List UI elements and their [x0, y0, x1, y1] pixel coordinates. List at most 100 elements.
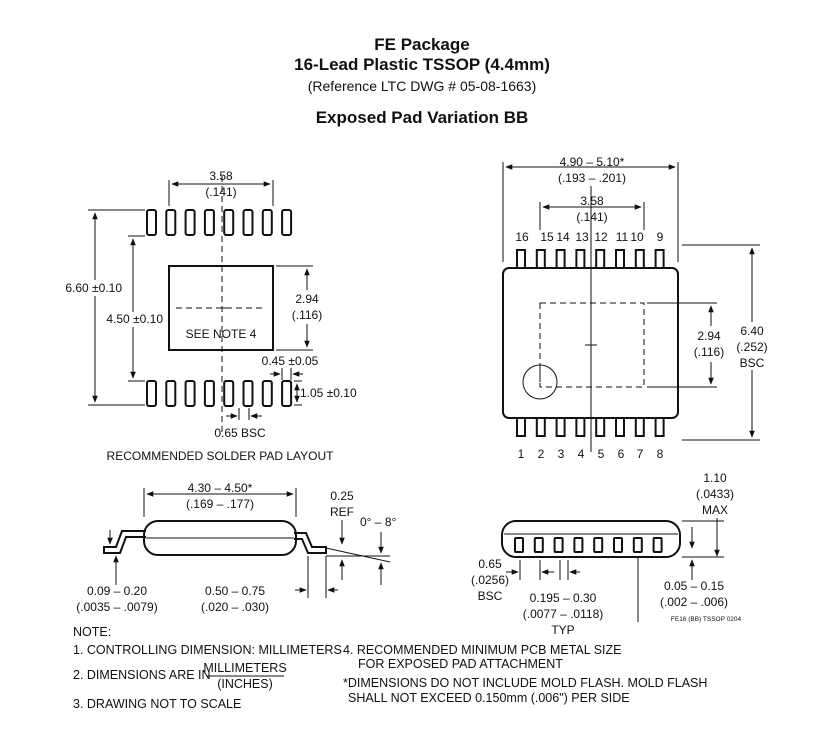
- foot-length-mm: 0.50 – 0.75: [205, 584, 265, 598]
- package-lead: [595, 417, 606, 437]
- note-star-line1: *DIMENSIONS DO NOT INCLUDE MOLD FLASH. M…: [343, 676, 707, 690]
- see-note-label: SEE NOTE 4: [186, 327, 257, 341]
- tv-pad-height-in: (.116): [694, 345, 724, 359]
- ev-pitch-bsc: BSC: [478, 589, 503, 603]
- ev-lead-width-mm: 0.195 – 0.30: [530, 591, 597, 605]
- package-lead: [654, 417, 665, 437]
- note-4-line2: FOR EXPOSED PAD ATTACHMENT: [358, 657, 563, 671]
- standoff-in: (.002 – .006): [660, 595, 728, 609]
- end-view-lead: [652, 537, 663, 553]
- note-1: 1. CONTROLLING DIMENSION: MILLIMETERS: [73, 643, 342, 657]
- variation-title: Exposed Pad Variation BB: [316, 108, 529, 127]
- pin-label-4: 4: [578, 447, 585, 461]
- solder-layout-caption: RECOMMENDED SOLDER PAD LAYOUT: [107, 449, 335, 463]
- note-star-line2: SHALL NOT EXCEED 0.150mm (.006") PER SID…: [348, 691, 630, 705]
- top-view: 16 15 14 13 12 11 10 9 1 2 3 4 5 6 7 8 4…: [502, 155, 768, 461]
- package-subtitle: 16-Lead Plastic TSSOP (4.4mm): [294, 55, 550, 74]
- lead-thickness-mm: 0.09 – 0.20: [87, 584, 147, 598]
- pin-label-9: 9: [657, 230, 664, 244]
- pin-label-11: 11: [616, 230, 629, 244]
- ev-lead-width-in: (.0077 – .0118): [523, 607, 604, 621]
- package-lead: [535, 417, 546, 437]
- bottom-leads: [516, 417, 665, 437]
- side-view: 4.30 – 4.50* (.169 – .177) 0.25 REF 0° –…: [76, 481, 396, 614]
- package-lead: [615, 249, 625, 269]
- length-in: (.193 – .201): [558, 171, 626, 185]
- ref-label: REF: [330, 505, 354, 519]
- pin-label-15: 15: [540, 230, 554, 244]
- length-mm: 4.90 – 5.10*: [560, 155, 625, 169]
- inner-height-dim: 4.50 ±0.10: [106, 312, 163, 326]
- notes-heading: NOTE:: [73, 625, 111, 639]
- solder-pad: [242, 380, 254, 407]
- solder-pad: [184, 209, 196, 236]
- tv-pad-height-mm: 2.94: [697, 329, 721, 343]
- solder-pad: [281, 380, 293, 407]
- solder-pad: [146, 380, 157, 407]
- solder-pads-top: [146, 209, 293, 236]
- side-width-in: (.169 – .177): [186, 497, 254, 511]
- pin-label-8: 8: [657, 447, 664, 461]
- pad-height-in: (.116): [292, 308, 322, 322]
- package-lead: [516, 417, 526, 437]
- lead-width-dim: 0.45 ±0.05: [262, 354, 319, 368]
- side-width-mm: 4.30 – 4.50*: [188, 481, 253, 495]
- notes: NOTE: 1. CONTROLLING DIMENSION: MILLIMET…: [73, 625, 707, 711]
- pin-label-6: 6: [618, 447, 625, 461]
- pin-label-3: 3: [558, 447, 565, 461]
- pin-label-13: 13: [575, 230, 589, 244]
- solder-pad: [261, 380, 273, 407]
- solder-pad: [242, 209, 254, 236]
- package-lead: [516, 249, 526, 269]
- note-2-prefix: 2. DIMENSIONS ARE IN: [73, 668, 211, 682]
- pad-width-mm: 3.58: [209, 169, 233, 183]
- solder-pads-bottom: [146, 380, 293, 407]
- package-lead: [595, 249, 606, 269]
- pad-height-mm: 2.94: [295, 292, 319, 306]
- pin-label-12: 12: [594, 230, 608, 244]
- header: FE Package 16-Lead Plastic TSSOP (4.4mm)…: [294, 35, 550, 127]
- end-view-leads: [514, 537, 663, 553]
- end-view-lead: [553, 537, 564, 553]
- note-2-units-top: MILLIMETERS: [203, 661, 286, 675]
- standoff-mm: 0.05 – 0.15: [664, 579, 724, 593]
- max-height-label: MAX: [702, 503, 728, 517]
- exposed-pad-outline: [539, 302, 645, 388]
- end-view-lead: [613, 537, 623, 553]
- end-view-lead: [533, 537, 544, 553]
- end-body: [501, 520, 681, 558]
- ev-pitch-mm: 0.65: [478, 557, 502, 571]
- package-lead: [555, 417, 566, 437]
- body-width-mm: 6.40: [740, 324, 764, 338]
- package-lead: [654, 249, 665, 269]
- exposed-pad-footprint: [168, 265, 274, 351]
- foot-length-in: (.020 – .030): [201, 600, 269, 614]
- ref-value: 0.25: [330, 489, 354, 503]
- solder-pad: [281, 209, 293, 236]
- package-title: FE Package: [374, 35, 469, 54]
- solder-pad: [223, 209, 235, 236]
- ev-pitch-in: (.0256): [471, 573, 509, 587]
- top-leads: [516, 249, 665, 269]
- pad-pitch-dim: 0.65 BSC: [214, 426, 266, 440]
- end-view-lead: [632, 537, 643, 553]
- pin-label-14: 14: [556, 230, 570, 244]
- ev-lead-width-typ: TYP: [551, 623, 574, 637]
- pin-label-7: 7: [637, 447, 644, 461]
- solder-pad-layout: SEE NOTE 4 3.58 (.141) 6.60 ±0.10 4.50 ±…: [65, 169, 357, 463]
- package-lead: [575, 249, 586, 269]
- drawing-code: FE16 (BB) TSSOP 0204: [671, 616, 742, 623]
- solder-pad: [165, 380, 177, 407]
- tv-pad-width-in: (.141): [576, 210, 607, 224]
- solder-pad: [203, 209, 215, 236]
- body-width-bsc: BSC: [740, 356, 765, 370]
- max-height-in: (.0433): [696, 487, 734, 501]
- lead-thickness-in: (.0035 – .0079): [76, 600, 157, 614]
- tv-pad-width-mm: 3.58: [580, 194, 604, 208]
- end-view: 1.10 (.0433) MAX 0.05 – 0.15 (.002 – .00…: [471, 471, 742, 637]
- solder-pad: [261, 209, 273, 236]
- note-2-units-bottom: (INCHES): [217, 677, 273, 691]
- package-lead: [634, 417, 645, 437]
- package-lead: [615, 417, 625, 437]
